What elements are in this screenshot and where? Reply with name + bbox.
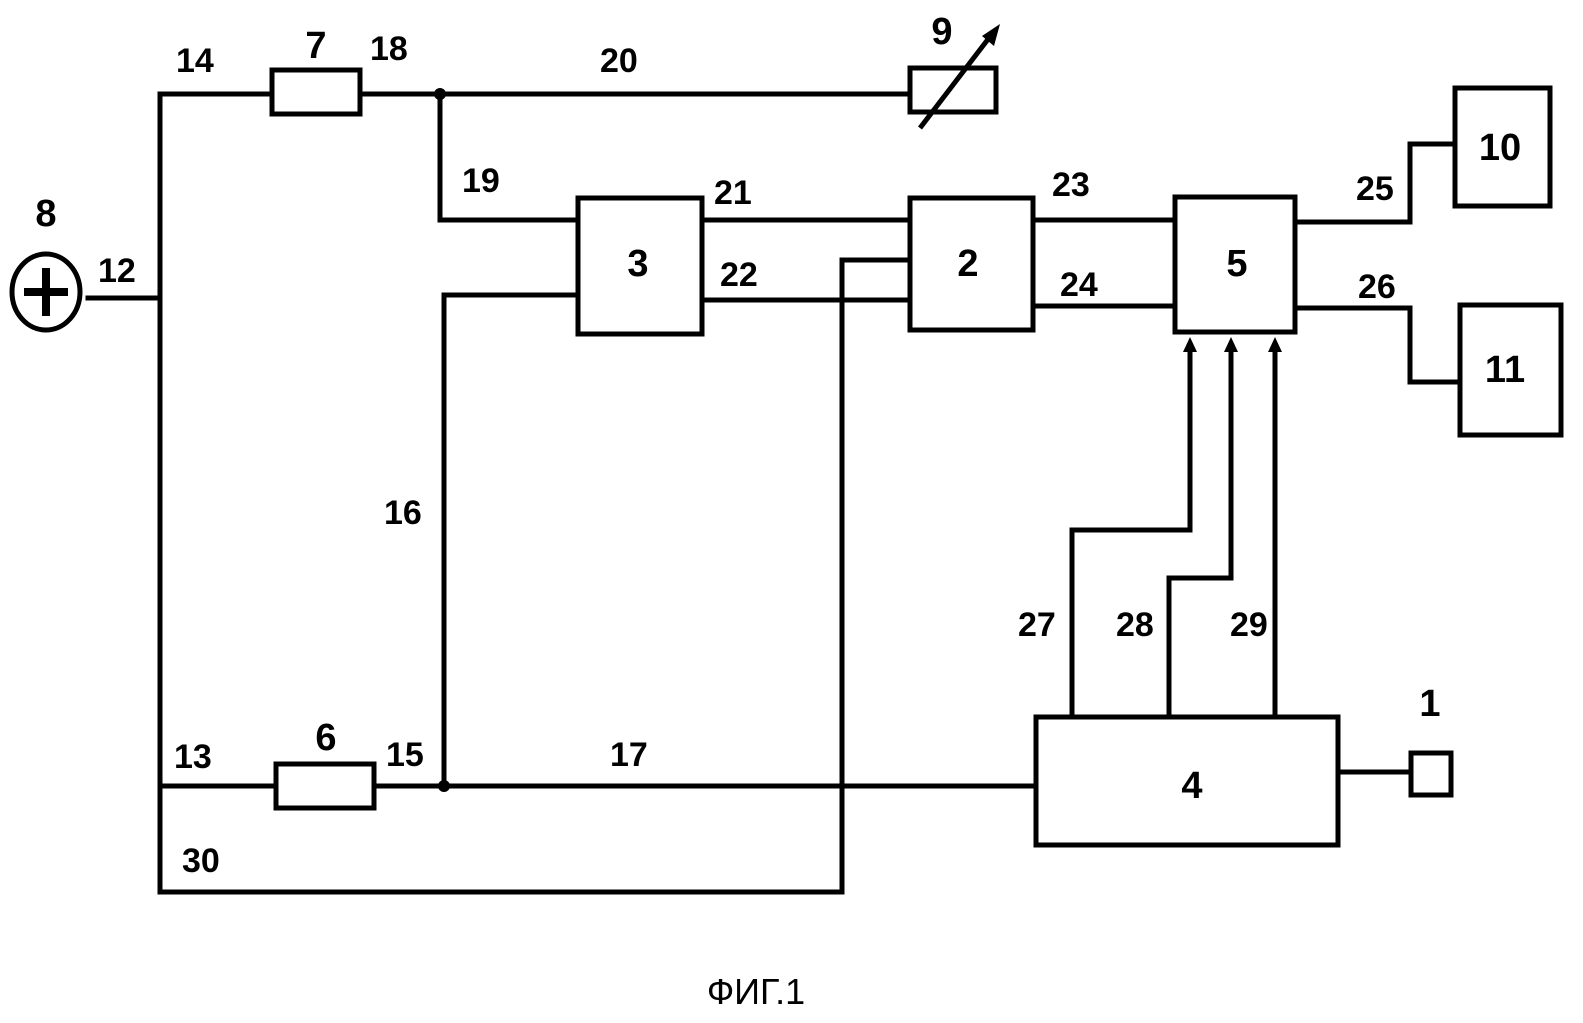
label-wire-22: 22 xyxy=(720,256,758,294)
label-wire-19: 19 xyxy=(462,162,500,200)
label-wire-23: 23 xyxy=(1052,166,1090,204)
label-block-3: 3 xyxy=(627,243,648,285)
wire-26 xyxy=(1295,308,1460,382)
arrowhead-27 xyxy=(1183,337,1197,352)
junction-18 xyxy=(434,88,446,100)
label-wire-13: 13 xyxy=(174,738,212,776)
source-8 xyxy=(12,254,80,330)
arrowhead-29 xyxy=(1268,337,1282,352)
label-wire-17: 17 xyxy=(610,736,648,774)
label-wire-15: 15 xyxy=(386,736,424,774)
wire-27 xyxy=(1072,352,1190,717)
wire-19 xyxy=(440,94,580,220)
label-wire-14: 14 xyxy=(176,42,214,80)
label-wire-24: 24 xyxy=(1060,266,1098,304)
label-wire-28: 28 xyxy=(1116,606,1154,644)
figure-caption: ФИГ.1 xyxy=(707,971,805,1012)
resistor-7 xyxy=(272,70,360,114)
label-wire-18: 18 xyxy=(370,30,408,68)
label-block-11: 11 xyxy=(1485,349,1525,391)
label-wire-20: 20 xyxy=(600,42,638,80)
variable-element-9 xyxy=(910,24,1000,128)
label-block-4: 4 xyxy=(1181,765,1202,807)
label-block-8: 8 xyxy=(35,193,56,235)
label-block-9: 9 xyxy=(931,11,952,53)
label-wire-27: 27 xyxy=(1018,606,1056,644)
arrowhead-28 xyxy=(1224,337,1238,352)
label-wire-16: 16 xyxy=(384,494,422,532)
label-block-2: 2 xyxy=(957,243,978,285)
junction-15 xyxy=(438,780,450,792)
wire-28 xyxy=(1169,352,1231,717)
label-block-10: 10 xyxy=(1479,127,1521,169)
label-wire-12: 12 xyxy=(98,252,136,290)
block-1 xyxy=(1411,753,1451,795)
label-block-7: 7 xyxy=(305,25,326,67)
label-block-6: 6 xyxy=(315,717,336,759)
arrowheads xyxy=(1183,337,1282,352)
label-wire-30: 30 xyxy=(182,842,220,880)
resistor-6 xyxy=(276,764,374,808)
label-block-5: 5 xyxy=(1226,243,1247,285)
label-wire-25: 25 xyxy=(1356,170,1394,208)
label-wire-21: 21 xyxy=(714,174,752,212)
label-wire-26: 26 xyxy=(1358,268,1396,306)
wire-16 xyxy=(444,295,580,786)
label-block-1: 1 xyxy=(1419,683,1440,725)
wire-30 xyxy=(160,260,912,892)
label-wire-29: 29 xyxy=(1230,606,1268,644)
